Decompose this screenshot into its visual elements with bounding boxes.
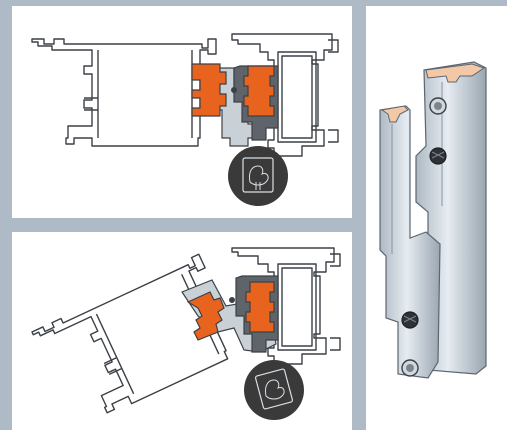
cut-face (380, 105, 409, 123)
top-panel (12, 6, 352, 218)
right-frame-profile (231, 247, 335, 365)
rooster-seal-icon (244, 360, 304, 420)
tilted-profile-diagram (31, 247, 341, 420)
right-panel (366, 6, 507, 430)
hinge-profile-diagram (379, 61, 487, 379)
closed-profile-diagram (31, 33, 339, 206)
gasket-right (243, 65, 275, 117)
bottom-panel (12, 232, 352, 430)
hinge-bar-front (379, 105, 441, 379)
cut-face (425, 63, 486, 83)
gasket-left (186, 291, 225, 341)
screw-icon (401, 359, 419, 377)
screw-icon (429, 97, 447, 115)
tilted-frame-profile (31, 253, 229, 414)
gasket-left (191, 63, 227, 117)
rooster-seal-icon (228, 146, 288, 206)
left-frame-profile (31, 38, 217, 147)
screw-icon (401, 311, 419, 329)
gasket-right (245, 281, 275, 333)
screw-icon (429, 147, 447, 165)
